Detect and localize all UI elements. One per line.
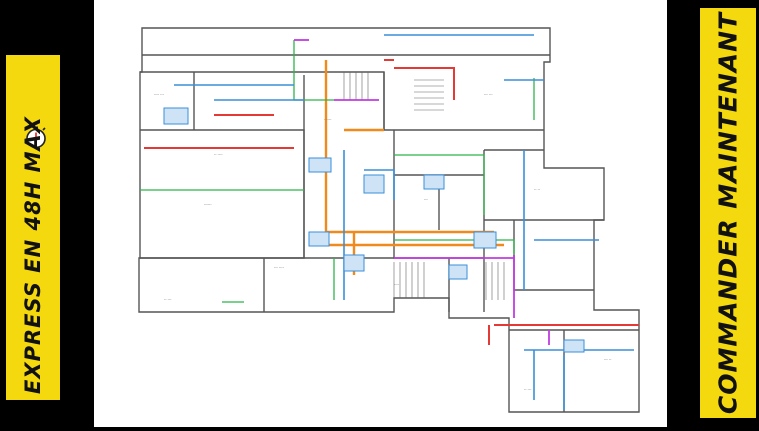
right-banner[interactable]: COMMANDER MAINTENANT — [695, 0, 759, 427]
svg-text:--- ----: --- ---- — [274, 265, 285, 269]
svg-text:----: ---- — [394, 282, 400, 286]
svg-text:-- ---: -- --- — [524, 387, 532, 391]
ducts-blue — [174, 34, 634, 410]
svg-text:--- --: --- -- — [604, 357, 612, 361]
stopwatch-icon — [26, 126, 46, 149]
left-banner-panel: EXPRESS EN 48H MAX — [6, 55, 60, 400]
left-banner: EXPRESS EN 48H MAX — [0, 0, 64, 427]
svg-text:---: --- — [424, 197, 429, 201]
floor-plan-drawing: ---- ----- ---- ------- ---- --- ----- -… — [138, 27, 640, 413]
svg-text:---- ---: ---- --- — [154, 92, 165, 96]
svg-text:------: ------ — [204, 202, 212, 206]
svg-text:-- ----: -- ---- — [214, 152, 223, 156]
express-delivery-text: EXPRESS EN 48H MAX — [21, 116, 45, 395]
order-now-text[interactable]: COMMANDER MAINTENANT — [713, 11, 743, 415]
svg-text:- ----: - ---- — [324, 117, 332, 121]
ducts-green — [140, 40, 535, 303]
ducts-red — [144, 59, 639, 345]
stairs — [343, 72, 505, 300]
svg-text:-- ---: -- --- — [164, 297, 172, 301]
svg-text:-- --: -- -- — [534, 187, 541, 191]
hvac-floor-plan: ---- ----- ---- ------- ---- --- ----- -… — [94, 0, 667, 427]
right-banner-panel[interactable]: COMMANDER MAINTENANT — [700, 8, 756, 418]
ducts-magenta — [294, 39, 550, 345]
annotations: ---- ----- ---- ------- ---- --- ----- -… — [154, 92, 612, 391]
air-handling-units — [163, 107, 585, 353]
svg-text:--- ---: --- --- — [484, 92, 493, 96]
